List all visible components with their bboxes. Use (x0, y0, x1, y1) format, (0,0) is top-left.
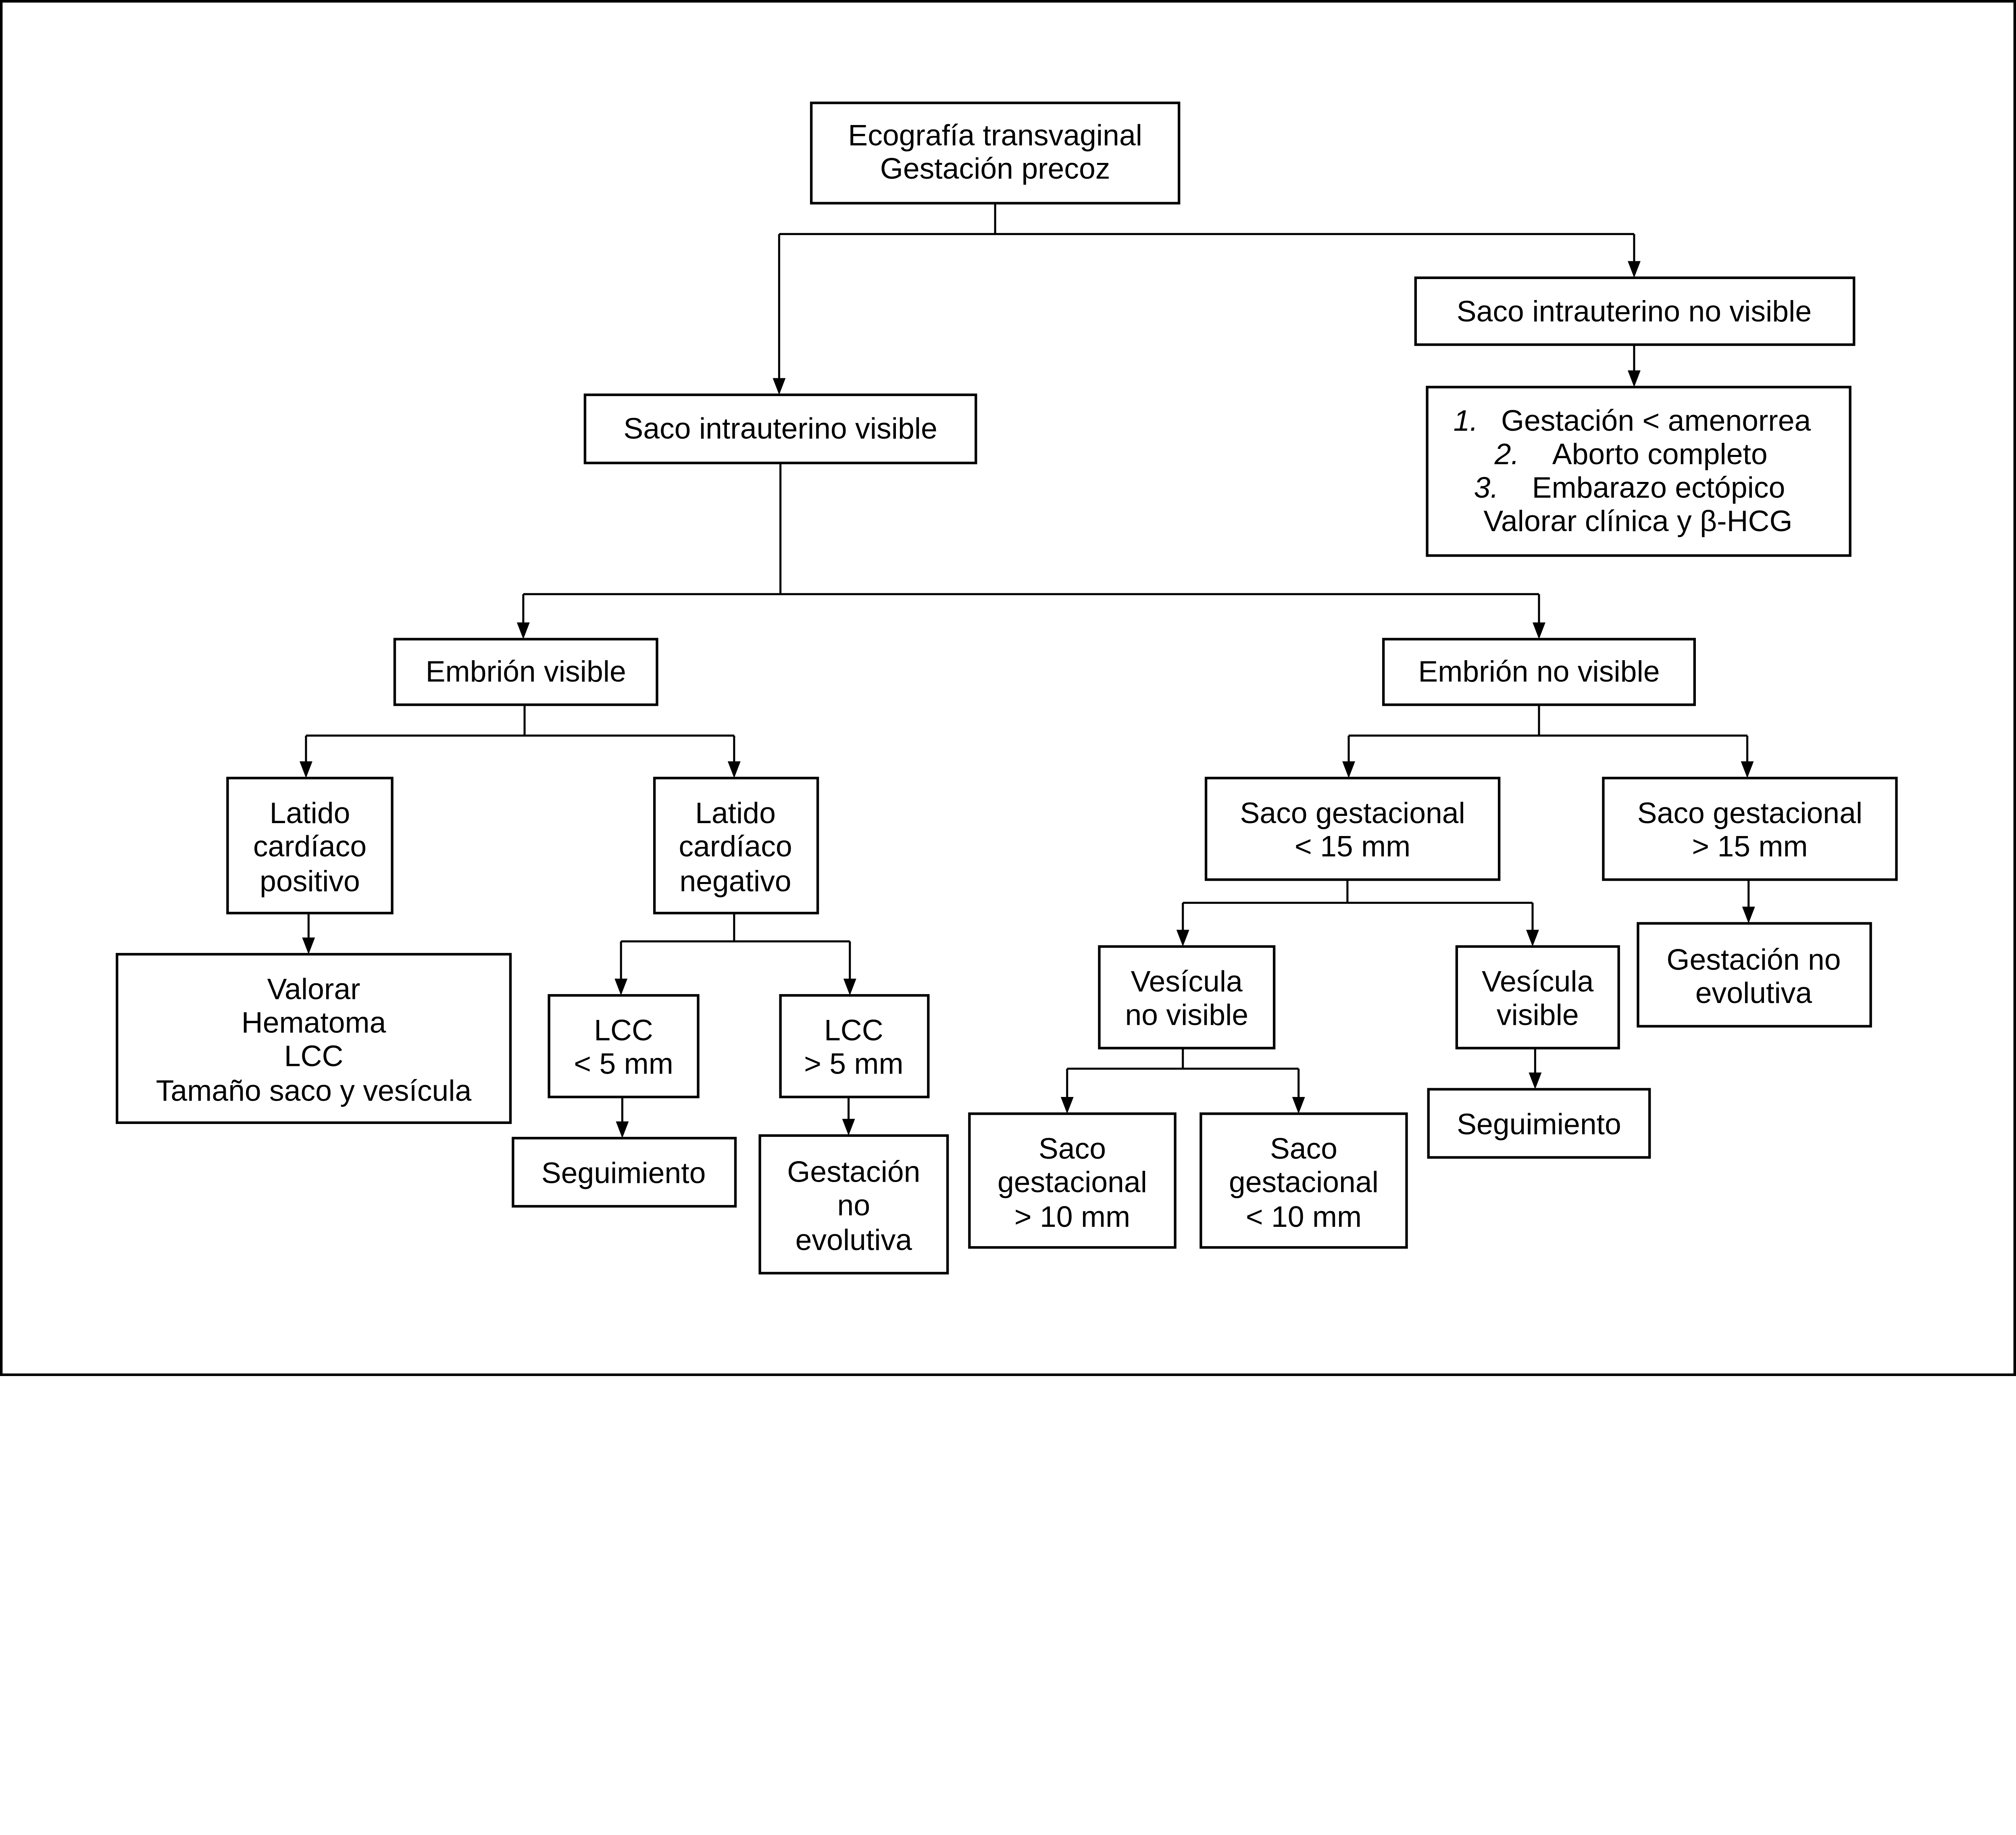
arrowhead (614, 978, 628, 996)
arrowhead (842, 1119, 855, 1136)
svg-text:Saco gestacional: Saco gestacional (1240, 797, 1465, 830)
svg-text:Hematoma: Hematoma (242, 1006, 386, 1039)
node-latido-negativo: Latido cardíaco negativo (653, 777, 819, 915)
arrowhead (1533, 622, 1545, 639)
node-saco-menor-15: Saco gestacional < 15 mm (1204, 777, 1501, 881)
node-gestacion-no-evolutiva-right: Gestación no evolutiva (1637, 922, 1872, 1028)
arrowhead (1741, 761, 1754, 778)
arrowhead (1529, 1072, 1542, 1089)
svg-text:LCC: LCC (284, 1039, 344, 1072)
node-gestacion-no-evolutiva-mid: Gestación no evolutiva (758, 1134, 949, 1275)
node-vesicula-visible: Vesícula visible (1455, 945, 1620, 1050)
svg-text:Vesícula: Vesícula (1131, 965, 1243, 998)
arrowhead (727, 761, 741, 778)
svg-text:Saco gestacional: Saco gestacional (1637, 797, 1862, 830)
arrowhead (1292, 1097, 1305, 1114)
svg-text:LCC: LCC (824, 1014, 883, 1047)
svg-text:Latido: Latido (270, 797, 350, 830)
arrowhead (516, 622, 530, 639)
svg-text:negativo: negativo (679, 865, 791, 898)
svg-text:gestacional: gestacional (1229, 1166, 1379, 1199)
svg-text:Seguimiento: Seguimiento (1457, 1107, 1621, 1141)
svg-text:> 5 mm: > 5 mm (804, 1047, 904, 1080)
node-embrion-no-visible: Embrión no visible (1382, 638, 1696, 706)
arrowhead (1176, 930, 1189, 947)
node-root: Ecografía transvaginal Gestación precoz (810, 101, 1181, 205)
arrowhead (843, 978, 856, 996)
svg-text:evolutiva: evolutiva (1695, 976, 1812, 1009)
arrowhead (1627, 370, 1641, 387)
svg-text:Latido: Latido (695, 797, 776, 830)
svg-text:cardíaco: cardíaco (679, 830, 792, 863)
connectors (305, 203, 1750, 1126)
svg-text:no visible: no visible (1125, 998, 1248, 1031)
node-saco-visible: Saco intrauterino visible (583, 393, 977, 465)
svg-text:gestacional: gestacional (998, 1166, 1147, 1199)
arrowhead (1742, 907, 1755, 924)
svg-text:Saco intrauterino visible: Saco intrauterino visible (623, 412, 937, 445)
svg-text:3.: 3. (1474, 471, 1499, 504)
svg-text:< 10 mm: < 10 mm (1246, 1200, 1362, 1233)
node-saco-menor-10: Saco gestacional < 10 mm (1200, 1112, 1408, 1249)
svg-text:no: no (837, 1189, 871, 1222)
svg-text:Saco intrauterino no visible: Saco intrauterino no visible (1457, 295, 1812, 328)
svg-text:cardíaco: cardíaco (253, 830, 367, 863)
arrowhead (302, 937, 315, 955)
svg-text:Valorar: Valorar (267, 973, 360, 1006)
node-no-visible-options: 1. Gestación < amenorrea 2. Aborto compl… (1426, 386, 1851, 557)
arrowhead (299, 761, 312, 778)
arrowhead (1526, 930, 1539, 947)
arrowhead (773, 378, 786, 395)
svg-text:Ecografía transvaginal: Ecografía transvaginal (848, 119, 1142, 152)
node-lcc-mayor-5: LCC > 5 mm (779, 994, 930, 1099)
svg-text:positivo: positivo (260, 865, 360, 898)
svg-text:Gestación no: Gestación no (1666, 943, 1841, 976)
svg-text:> 15 mm: > 15 mm (1692, 830, 1808, 863)
svg-text:Valorar clínica y β-HCG: Valorar clínica y β-HCG (1483, 505, 1792, 538)
svg-text:Gestación: Gestación (787, 1155, 920, 1188)
node-seguimiento-right: Seguimiento (1427, 1088, 1651, 1159)
svg-text:> 10 mm: > 10 mm (1014, 1200, 1130, 1233)
node-saco-no-visible: Saco intrauterino no visible (1414, 276, 1856, 346)
svg-text:Gestación < amenorrea: Gestación < amenorrea (1501, 404, 1811, 437)
node-latido-positivo: Latido cardíaco positivo (226, 777, 394, 915)
svg-text:Embrión no visible: Embrión no visible (1418, 655, 1660, 688)
svg-text:LCC: LCC (594, 1014, 653, 1047)
svg-text:1.: 1. (1454, 404, 1478, 437)
flowchart: Ecografía transvaginal Gestación precoz … (0, 0, 2016, 1376)
svg-text:< 15 mm: < 15 mm (1295, 830, 1410, 863)
arrowhead (1627, 261, 1641, 278)
svg-text:Embarazo ectópico: Embarazo ectópico (1532, 471, 1785, 504)
node-valorar: Valorar Hematoma LCC Tamaño saco y vesíc… (115, 953, 512, 1124)
arrowheads (299, 261, 1755, 1139)
svg-text:Tamaño saco y vesícula: Tamaño saco y vesícula (156, 1074, 472, 1107)
svg-text:Saco: Saco (1039, 1132, 1106, 1165)
svg-text:Seguimiento: Seguimiento (541, 1157, 706, 1190)
svg-text:Embrión visible: Embrión visible (426, 655, 626, 688)
svg-text:< 5 mm: < 5 mm (574, 1047, 673, 1080)
node-saco-mayor-15: Saco gestacional > 15 mm (1602, 777, 1898, 881)
node-seguimiento-left: Seguimiento (512, 1136, 737, 1208)
svg-text:visible: visible (1497, 998, 1579, 1031)
node-embrion-visible: Embrión visible (393, 638, 658, 706)
arrowhead (1060, 1097, 1074, 1114)
svg-text:evolutiva: evolutiva (796, 1223, 912, 1256)
node-vesicula-no-visible: Vesícula no visible (1098, 945, 1276, 1050)
node-saco-mayor-10: Saco gestacional > 10 mm (968, 1112, 1177, 1249)
svg-text:Aborto completo: Aborto completo (1552, 438, 1768, 471)
arrowhead (1342, 761, 1355, 778)
arrowhead (616, 1121, 629, 1139)
node-lcc-menor-5: LCC < 5 mm (548, 994, 700, 1099)
svg-text:Vesícula: Vesícula (1482, 965, 1593, 998)
svg-text:Gestación precoz: Gestación precoz (880, 152, 1110, 185)
svg-text:Saco: Saco (1270, 1132, 1337, 1165)
svg-text:2.: 2. (1494, 438, 1519, 471)
